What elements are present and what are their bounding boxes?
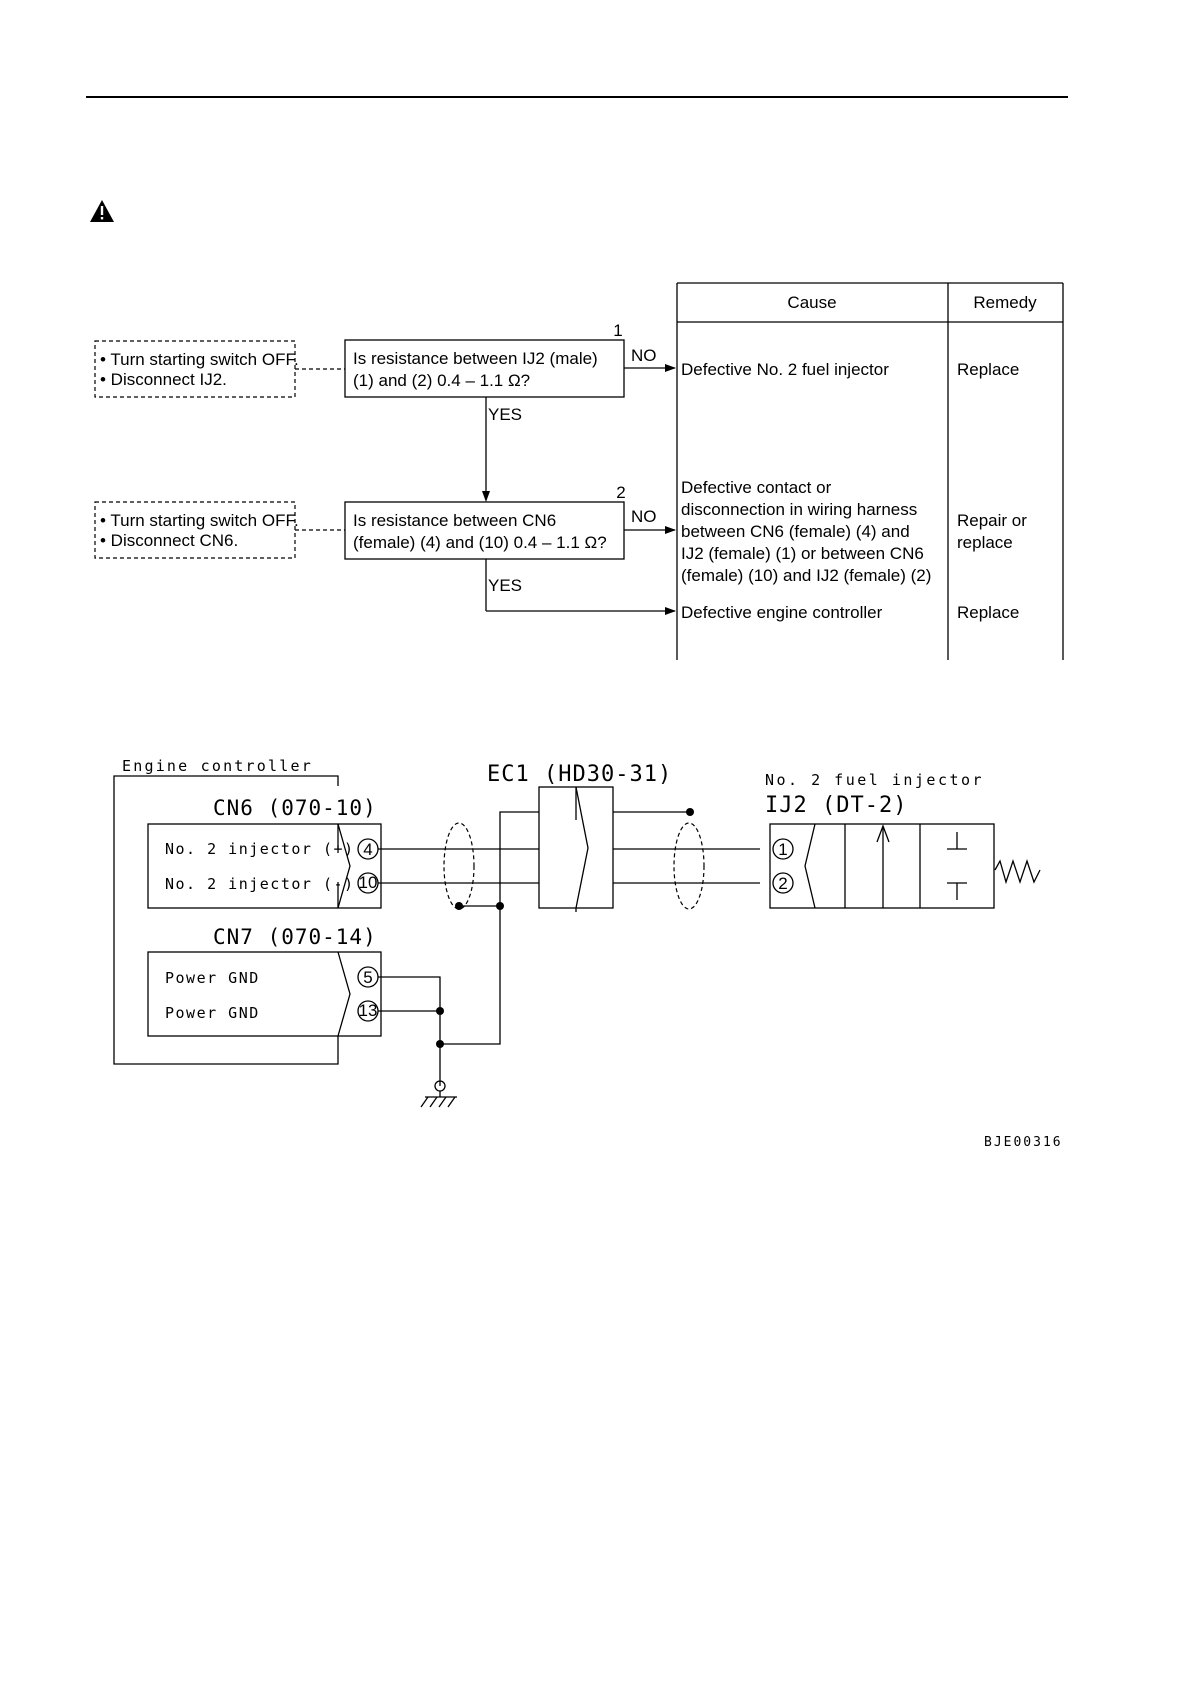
- cause-remedy-table: Cause Remedy: [676, 282, 1064, 660]
- cn7-pin-5: 5: [363, 968, 372, 987]
- step2-line2: (female) (4) and (10) 0.4 – 1.1 Ω?: [353, 533, 607, 552]
- cause-2-line3: between CN6 (female) (4) and: [681, 522, 910, 541]
- prep-box-2: • Turn starting switch OFF. • Disconnect…: [94, 501, 345, 559]
- prep2-line2: • Disconnect CN6.: [100, 531, 238, 550]
- ij2-label: IJ2 (DT-2): [765, 793, 907, 818]
- remedy-1: Replace: [957, 360, 1019, 379]
- cause-3: Defective engine controller: [681, 603, 883, 622]
- remedy-2-line2: replace: [957, 533, 1013, 552]
- shield-drain-left: [440, 811, 539, 1045]
- coil-icon: [994, 858, 1041, 885]
- step2-line1: Is resistance between CN6: [353, 511, 556, 530]
- prep2-line1: • Turn starting switch OFF.: [100, 511, 299, 530]
- cause-2-line4: IJ2 (female) (1) or between CN6: [681, 544, 924, 563]
- prep-box-1: • Turn starting switch OFF. • Disconnect…: [94, 340, 345, 398]
- prep1-line2: • Disconnect IJ2.: [100, 370, 227, 389]
- prep1-line1: • Turn starting switch OFF.: [100, 350, 299, 369]
- ij2-box: [769, 823, 995, 909]
- figure-code: BJE00316: [984, 1135, 1063, 1150]
- step1-yes: YES: [488, 405, 522, 424]
- step1-line1: Is resistance between IJ2 (male): [353, 349, 598, 368]
- remedy-2-line1: Repair or: [957, 511, 1027, 530]
- cause-header: Cause: [787, 293, 836, 312]
- step2-yes: YES: [488, 576, 522, 595]
- cn6-box: [147, 823, 382, 909]
- cn6-label: CN6 (070-10): [213, 796, 377, 820]
- remedy-3: Replace: [957, 603, 1019, 622]
- flowchart: Cause Remedy • Turn starting switch OFF.…: [94, 282, 1064, 660]
- cn7-label: CN7 (070-14): [213, 925, 377, 949]
- step2-number: 2: [616, 483, 625, 502]
- injector-title: No. 2 fuel injector: [765, 771, 984, 789]
- warning-triangle-icon: [90, 200, 114, 222]
- ij2-pin-2-circle: [772, 872, 794, 894]
- cn6-pin-4: 4: [363, 840, 372, 859]
- cn7-pin-label-2: Power GND: [165, 1004, 260, 1022]
- ground-icon: [420, 1080, 457, 1108]
- step-1-box: 1 Is resistance between IJ2 (male) (1) a…: [344, 321, 625, 398]
- step1-no: NO: [631, 346, 657, 365]
- cause-2-line1: Defective contact or: [681, 478, 832, 497]
- ground-wire-pin5: [378, 976, 441, 1086]
- shield-right: [673, 822, 705, 910]
- step1-line2: (1) and (2) 0.4 – 1.1 Ω?: [353, 371, 530, 390]
- step2-no: NO: [631, 507, 657, 526]
- cn6-pin-10: 10: [359, 873, 378, 892]
- ij2-pin-1: 1: [778, 840, 787, 859]
- cause-2-line5: (female) (10) and IJ2 (female) (2): [681, 566, 931, 585]
- cn7-pin-label-1: Power GND: [165, 969, 260, 987]
- engine-controller-label: Engine controller: [122, 757, 313, 775]
- engine-controller-outline: [113, 775, 339, 1065]
- cn7-pin-13: 13: [359, 1001, 378, 1020]
- circuit-diagram: Engine controller CN6 (070-10) No. 2 inj…: [113, 757, 1063, 1150]
- cn6-pin-label-2: No. 2 injector (-): [165, 875, 355, 893]
- ec1-label: EC1 (HD30-31): [487, 762, 672, 787]
- ij2-pin-2: 2: [778, 874, 787, 893]
- cause-2-line2: disconnection in wiring harness: [681, 500, 917, 519]
- ij2-pin-1-circle: [772, 838, 794, 860]
- cause-1: Defective No. 2 fuel injector: [681, 360, 889, 379]
- shield-left: [443, 822, 475, 910]
- cn6-pin-label-1: No. 2 injector (+): [165, 840, 355, 858]
- step1-number: 1: [613, 321, 622, 340]
- cn7-box: [147, 951, 382, 1037]
- remedy-header: Remedy: [973, 293, 1037, 312]
